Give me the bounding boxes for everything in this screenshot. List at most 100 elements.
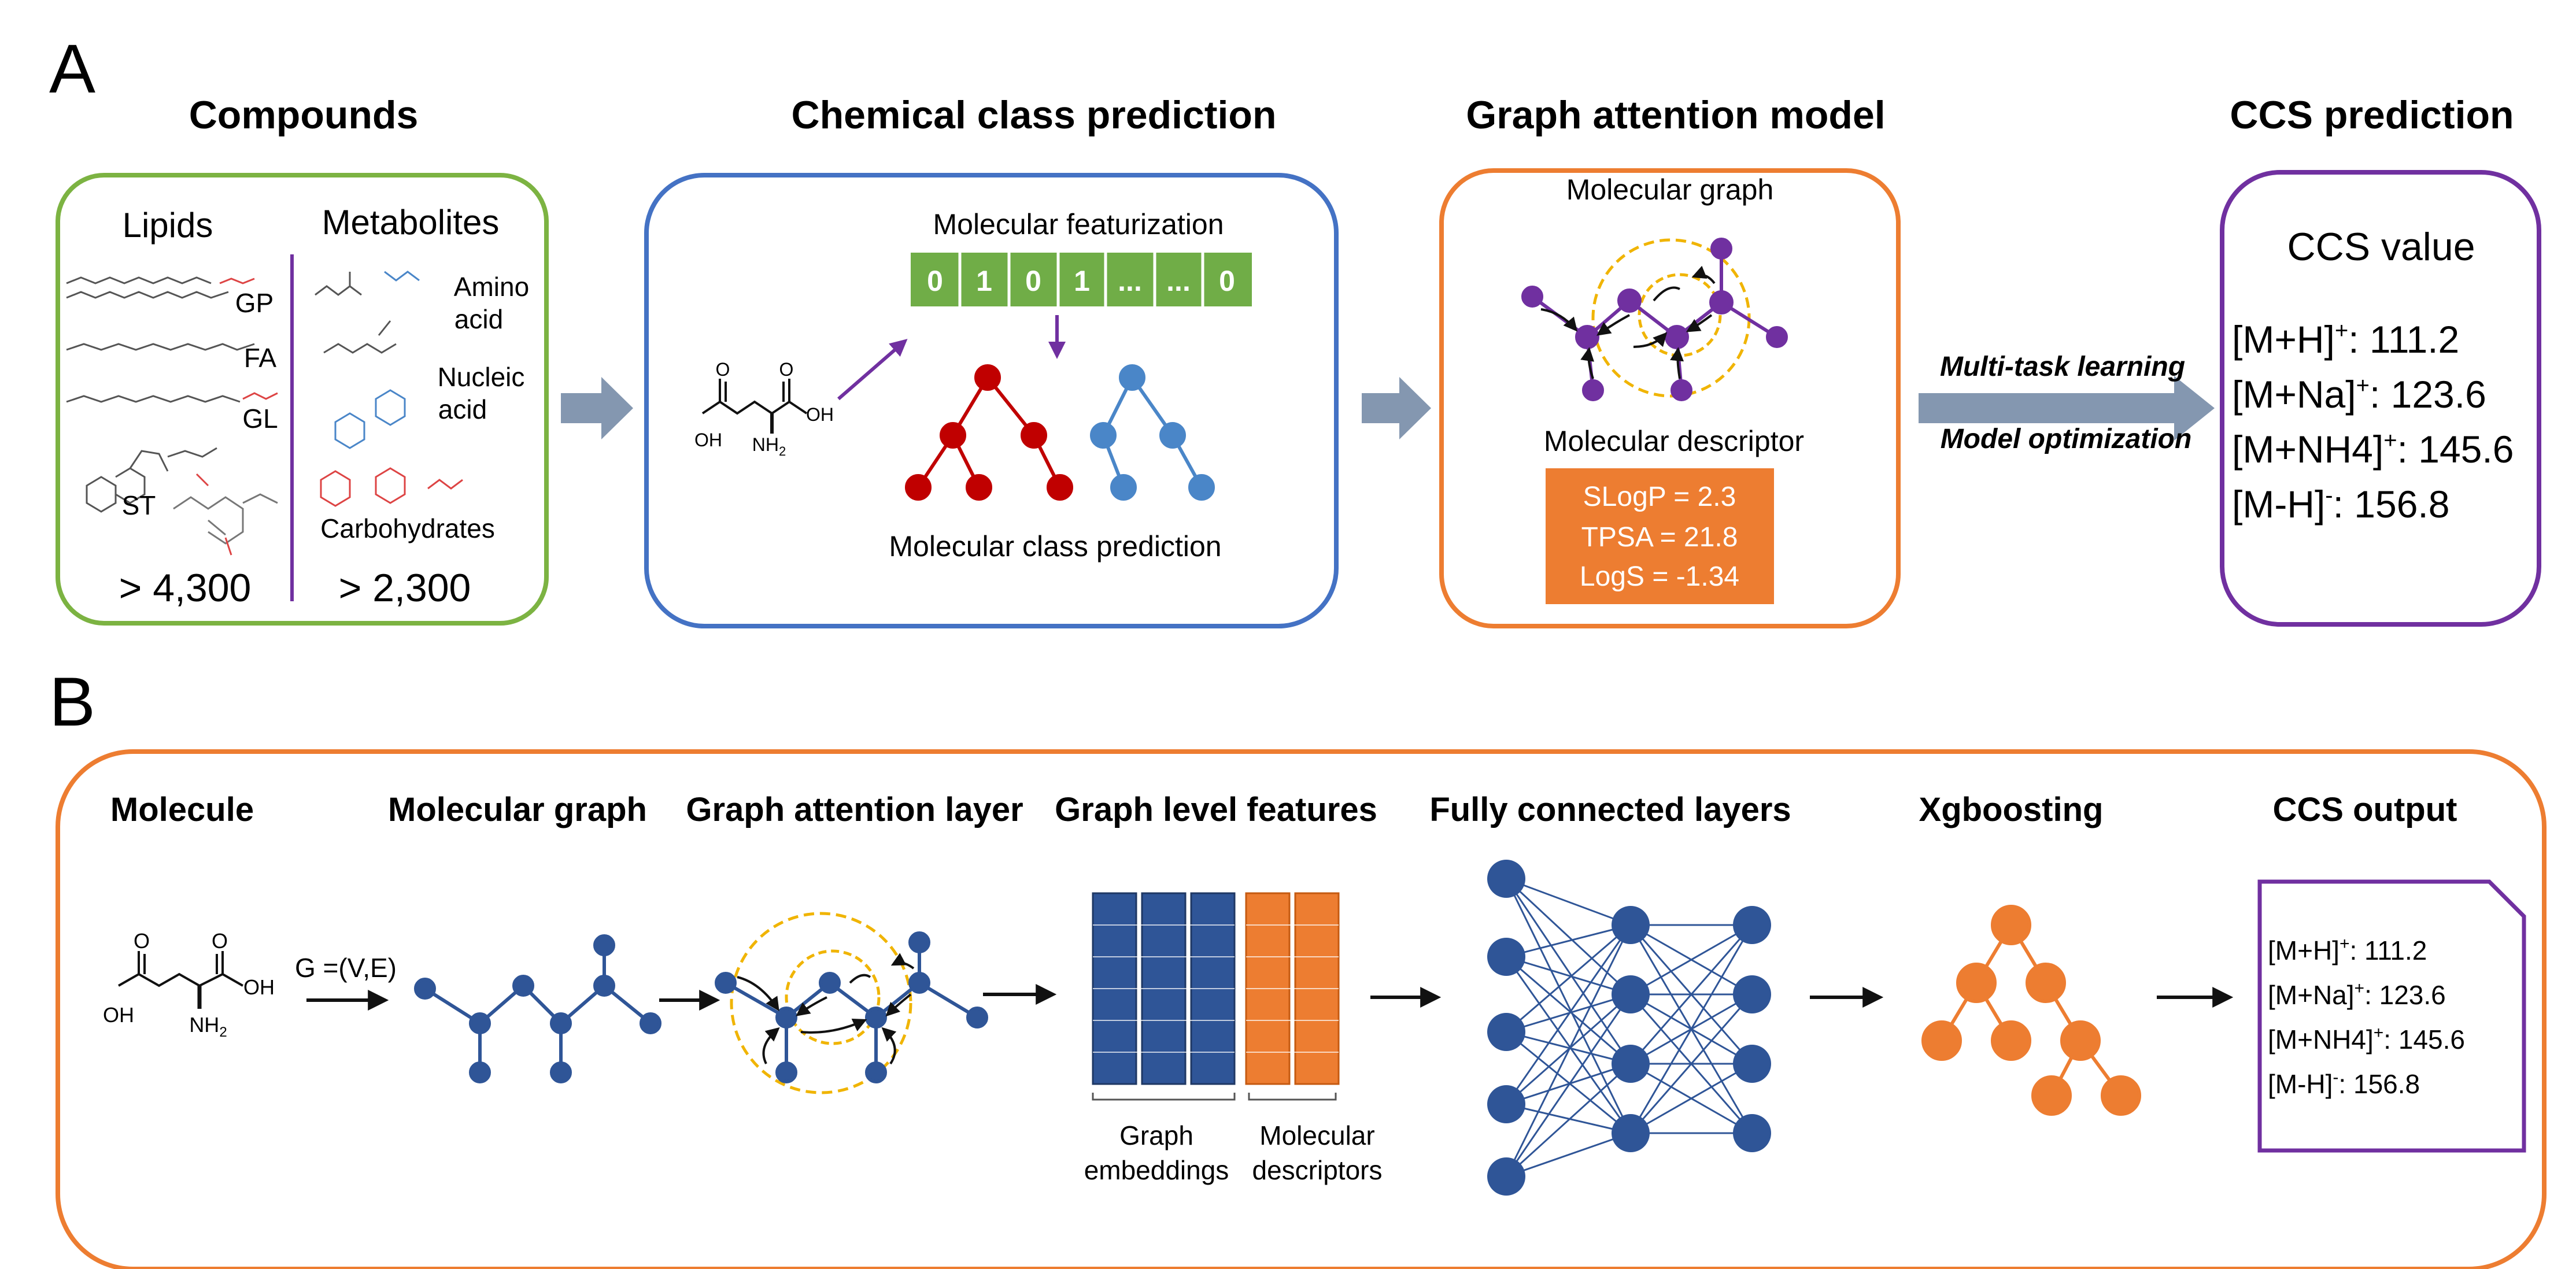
descriptor-logs: LogS = -1.34: [1580, 561, 1739, 592]
st-label: ST: [122, 490, 156, 520]
nn-connection: [1630, 924, 1753, 996]
ccs-row-mh: [M+H]+: 111.2: [2232, 318, 2459, 361]
blue-class-tree: [1090, 364, 1215, 501]
embeddings-bracket: [1092, 1093, 1236, 1101]
nn-neuron: [1612, 906, 1650, 944]
molecule-sketch-b: O O OH OH NH2: [103, 929, 275, 1040]
nn-neuron: [1733, 906, 1771, 944]
nn-neuron: [1487, 1157, 1525, 1196]
panel-b-letter: B: [49, 663, 95, 741]
graph-equation: G =(V,E): [295, 953, 397, 983]
nn-connection: [1629, 924, 1753, 1064]
lipid-structures: [66, 276, 278, 556]
mol-oh-right: OH: [806, 404, 834, 425]
bit-3: 1: [1074, 265, 1090, 297]
ccs-row-mnh4: [M+NH4]+: 145.6: [2232, 428, 2514, 471]
panel-b-frame: [56, 749, 2547, 1269]
class-prediction-label: Molecular class prediction: [889, 530, 1221, 563]
nn-connection: [1505, 924, 1632, 1105]
lipid-count: > 4,300: [119, 566, 252, 610]
matrix-gridlines: [1093, 924, 1339, 1053]
multitask-learning-label: Multi-task learning: [1940, 352, 2185, 382]
mol-oh-left: OH: [694, 430, 722, 450]
ccs-value-box: CCS value [M+H]+: 111.2 [M+Na]+: 123.6 […: [2220, 170, 2541, 627]
nn-connection: [1505, 878, 1632, 996]
mol-nh2: NH2: [752, 434, 786, 458]
nn-neuron: [1487, 938, 1525, 976]
embeddings-label-2: embeddings: [1084, 1155, 1229, 1185]
gat-layer-graph: [715, 912, 988, 1094]
mol-o-right: O: [779, 359, 794, 380]
molb-nh2: NH2: [189, 1013, 227, 1040]
molecular-descriptor-title: Molecular descriptor: [1544, 425, 1804, 457]
nn-connection: [1630, 1063, 1753, 1134]
descriptors-bracket: [1248, 1093, 1337, 1101]
nn-connection: [1506, 1031, 1631, 1065]
nn-neuron: [1733, 975, 1771, 1013]
metabolites-label: Metabolites: [322, 203, 500, 242]
attention-circle-inner: [1638, 273, 1722, 357]
molb-o-left: O: [134, 929, 150, 953]
decision-tree-icon: [1921, 905, 2141, 1116]
gray-arrow-2: [1362, 377, 1431, 439]
molecular-graph-title: Molecular graph: [1566, 173, 1774, 206]
purple-arrow-diag: [837, 339, 908, 401]
header-molecular-graph: Molecular graph: [388, 791, 647, 828]
ccs-out-row-mminush: [M-H]-: 156.8: [2268, 1068, 2420, 1099]
metabolite-count: > 2,300: [339, 566, 471, 610]
nn-connection: [1506, 956, 1631, 1065]
header-xgboosting: Xgboosting: [1919, 791, 2104, 828]
header-graph-attention: Graph attention model: [1466, 93, 1885, 137]
compounds-box: Lipids Metabolites GP FA GL ST: [56, 173, 549, 626]
molb-o-right: O: [212, 929, 228, 953]
fa-label: FA: [244, 343, 277, 373]
embeddings-label-1: Graph: [1119, 1120, 1193, 1150]
nn-connection: [1506, 1103, 1631, 1134]
nn-connection: [1506, 1132, 1631, 1178]
gl-label: GL: [242, 404, 278, 434]
nn-connection: [1505, 994, 1632, 1177]
header-chemical-class: Chemical class prediction: [792, 93, 1277, 137]
nn-connection: [1506, 924, 1631, 1033]
nn-neuron: [1487, 1085, 1525, 1123]
descriptor-tpsa: TPSA = 21.8: [1581, 522, 1738, 553]
panel-a-letter: A: [49, 30, 95, 108]
ccs-row-mminush: [M-H]-: 156.8: [2232, 483, 2449, 526]
amino-acid-label-1: Amino: [454, 272, 529, 302]
neural-network-icon: [1487, 860, 1771, 1196]
multitask-arrow: Multi-task learning Model optimization: [1919, 352, 2215, 454]
nn-connection: [1505, 1063, 1632, 1178]
ccs-row-mna: [M+Na]+: 123.6: [2232, 373, 2486, 416]
attention-arrows: [1540, 265, 1716, 379]
gp-label: GP: [235, 288, 274, 318]
nn-connection: [1629, 994, 1753, 1134]
bit-0: 0: [927, 265, 943, 297]
nn-connection: [1506, 1031, 1631, 1134]
bit-6: 0: [1219, 265, 1235, 297]
nucleic-acid-label-1: Nucleic: [438, 362, 525, 392]
header-compounds: Compounds: [189, 93, 419, 137]
red-class-tree: [905, 364, 1073, 501]
nn-connection: [1505, 956, 1632, 1134]
molb-oh-left: OH: [103, 1003, 134, 1027]
descriptor-box: [1546, 468, 1774, 604]
nn-connection: [1505, 924, 1632, 1177]
header-ccs-prediction: CCS prediction: [2230, 93, 2514, 137]
header-molecule: Molecule: [110, 791, 254, 828]
ccs-out-row-mna: [M+Na]+: 123.6: [2268, 979, 2446, 1010]
descriptors-label-2: descriptors: [1252, 1155, 1383, 1185]
ccs-value-title: CCS value: [2287, 225, 2475, 269]
header-gat-layer: Graph attention layer: [686, 791, 1023, 828]
molb-oh-right: OH: [243, 975, 275, 999]
amino-acid-label-2: acid: [454, 304, 503, 334]
gray-arrow-1: [561, 377, 633, 439]
lipids-label: Lipids: [123, 206, 213, 245]
bit-4: ...: [1118, 265, 1142, 297]
bit-5: ...: [1166, 265, 1191, 297]
nn-neuron: [1487, 860, 1525, 898]
graph-attention-box: Molecular graph: [1439, 168, 1901, 628]
nn-connection: [1629, 924, 1753, 1134]
ccs-out-row-mh: [M+H]+: 111.2: [2268, 934, 2427, 965]
nn-connection: [1505, 878, 1632, 1134]
header-ccs-output: CCS output: [2273, 791, 2457, 828]
